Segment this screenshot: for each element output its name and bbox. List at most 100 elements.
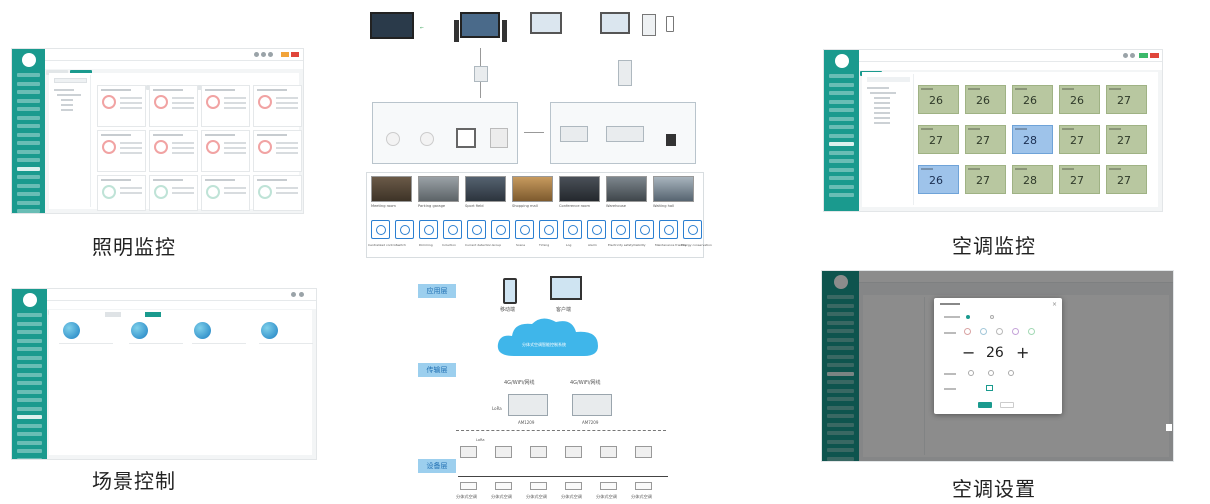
ac-tile-active[interactable]: 26 [918, 165, 959, 194]
app-logo-icon [22, 293, 37, 307]
lighting-topbar [45, 49, 303, 61]
mode-icon[interactable] [980, 328, 987, 335]
function-caption: Visibility [633, 243, 646, 247]
ac-unit-caption: 分体式空调 [526, 494, 547, 499]
ac-tile[interactable]: 26 [965, 85, 1006, 114]
ac-unit-icon [635, 482, 652, 490]
energy-conservation-icon [683, 220, 702, 239]
ac-tile[interactable]: 26 [1059, 85, 1100, 114]
ac-unit-caption: 分体式空调 [561, 494, 582, 499]
ac-tile[interactable]: 28 [1012, 165, 1053, 194]
app-logo-icon [833, 275, 848, 289]
temp-plus-button[interactable]: + [1016, 343, 1030, 362]
ac-indoor-unit-icon [530, 446, 547, 458]
scene-content [49, 310, 313, 455]
fan-icon[interactable] [1008, 370, 1014, 376]
node-gw-link-2: 4G/WiFi/网线 [570, 380, 601, 386]
app-logo-icon [834, 54, 849, 68]
function-caption: Electricity safety [608, 243, 634, 247]
ac-monitor-topbar [859, 50, 1162, 62]
function-caption: Log [566, 243, 572, 247]
scene-topbar [47, 289, 316, 301]
fan-icon[interactable] [968, 370, 974, 376]
mode-icon[interactable] [1012, 328, 1019, 335]
confirm-button[interactable] [978, 402, 992, 408]
ac-tile[interactable]: 27 [918, 125, 959, 154]
ac-tile[interactable]: 27 [1106, 165, 1147, 194]
ac-indoor-unit-icon [565, 446, 582, 458]
centralized-control-icon [371, 220, 390, 239]
scene-globe-icon [63, 322, 80, 339]
function-caption: Timing [539, 243, 550, 247]
server-monitor-icon [460, 12, 500, 38]
ac-unit-caption: 分体式空调 [456, 494, 477, 499]
node-gw-1: AM1209 [518, 420, 535, 425]
scene-sidebar [12, 289, 47, 459]
cloud-icon [497, 318, 598, 356]
ac-indoor-unit-icon [635, 446, 652, 458]
ac-tile[interactable]: 27 [1059, 125, 1100, 154]
scene-caption: Conference room [559, 204, 590, 208]
scene-caption: Sport field [465, 204, 484, 208]
client-monitor-icon [550, 276, 582, 300]
ac-tile[interactable]: 26 [1012, 85, 1053, 114]
ac-unit-icon [495, 482, 512, 490]
ac-unit-icon [565, 482, 582, 490]
cancel-button[interactable] [1000, 402, 1014, 408]
ac-unit-caption: 分体式空调 [491, 494, 512, 499]
label-lighting: 照明监控 [92, 235, 176, 259]
temp-minus-button[interactable]: − [962, 343, 976, 362]
ac-unit-caption: 分体式空调 [631, 494, 652, 499]
ac-indoor-unit-icon [460, 446, 477, 458]
switch-device-icon [474, 66, 488, 82]
app-logo-icon [21, 53, 36, 67]
maintenance-icon [659, 220, 678, 239]
function-caption: Dimming [419, 243, 433, 247]
node-mobile: 移动端 [500, 307, 516, 313]
function-caption: Scene [516, 243, 526, 247]
group-icon [491, 220, 510, 239]
log-icon [563, 220, 582, 239]
function-caption: Maintenance friendly [655, 243, 687, 247]
pc-monitor-icon [600, 12, 630, 34]
node-cloud: 分体式空调智能控制系统 [522, 342, 566, 347]
ac-architecture-diagram: 应用层 传输层 设备层 移动端 客户端 分体式空调智能控制系统 4G/WiFi/… [410, 276, 670, 504]
switch-icon [395, 220, 414, 239]
gateway-device-icon [618, 60, 632, 86]
ac-monitor-screenshot: 26 26 26 26 27 27 27 28 27 27 26 27 28 2… [823, 49, 1163, 212]
function-caption: Energy conservation [681, 243, 712, 247]
fan-icon[interactable] [988, 370, 994, 376]
ac-tile[interactable]: 27 [1106, 125, 1147, 154]
ac-indoor-unit-icon [600, 446, 617, 458]
ac-tile[interactable]: 26 [918, 85, 959, 114]
lighting-architecture-diagram: ← [366, 8, 704, 168]
function-caption: Alarm [588, 243, 597, 247]
scene-globe-icon [194, 322, 211, 339]
scene-globe-icon [131, 322, 148, 339]
mode-icon[interactable] [964, 328, 971, 335]
scene-caption: Waiting hall [653, 204, 675, 208]
gateway-am1209 [508, 394, 548, 416]
visibility-icon [635, 220, 654, 239]
induction-icon [443, 220, 462, 239]
ac-unit-icon [530, 482, 547, 490]
mode-icon[interactable] [996, 328, 1003, 335]
ac-tile[interactable]: 27 [965, 125, 1006, 154]
label-ac-monitor: 空调监控 [952, 234, 1036, 258]
ac-tile-active[interactable]: 28 [1012, 125, 1053, 154]
node-gw-2: AM7209 [582, 420, 599, 425]
ac-tile[interactable]: 27 [965, 165, 1006, 194]
ac-tile[interactable]: 27 [1106, 85, 1147, 114]
ac-monitor-content: 26 26 26 26 27 27 27 28 27 27 26 27 28 2… [862, 72, 1158, 207]
large-screen-icon [370, 12, 414, 39]
close-icon[interactable]: × [1051, 301, 1057, 308]
label-ac-settings: 空调设置 [952, 477, 1036, 501]
temp-setpoint: 26 [986, 345, 1004, 361]
layer-device: 设备层 [418, 459, 456, 473]
scene-caption: Parking garage [418, 204, 446, 208]
ac-unit-caption: 分体式空调 [596, 494, 617, 499]
mode-icon[interactable] [1028, 328, 1035, 335]
ac-tile[interactable]: 27 [1059, 165, 1100, 194]
swing-icon[interactable] [986, 385, 993, 391]
function-caption: Group [492, 243, 502, 247]
